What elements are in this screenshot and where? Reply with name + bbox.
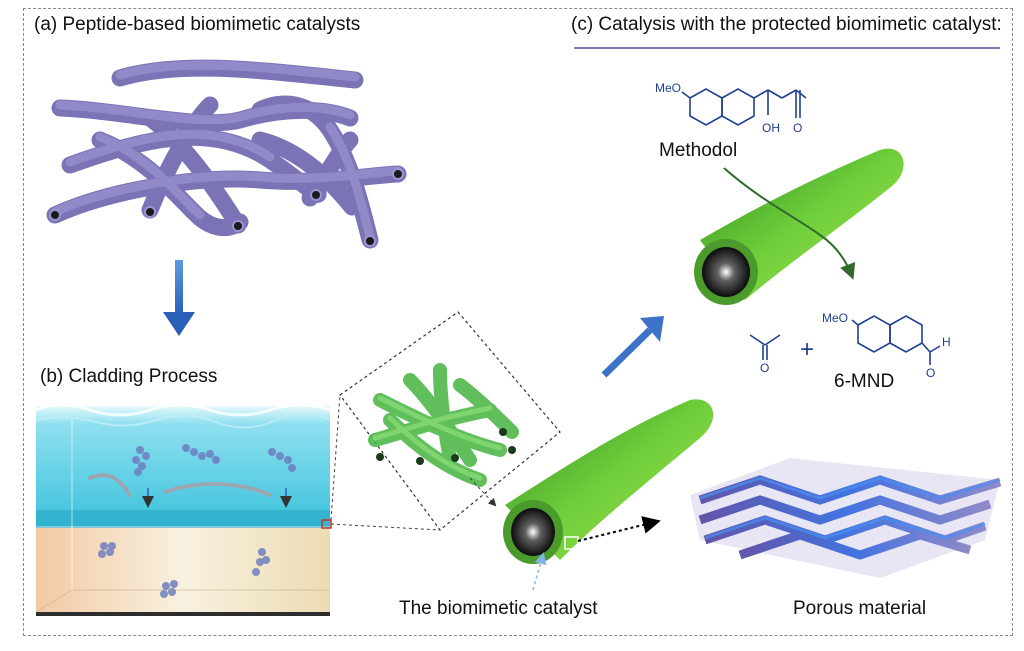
- porous-material: [690, 458, 1002, 578]
- aldehyde-o-label: O: [926, 366, 935, 380]
- panel-a-title: (a) Peptide-based biomimetic catalysts: [34, 14, 361, 35]
- peptide-fiber-network: [46, 59, 407, 249]
- water-phase: [36, 406, 330, 526]
- panel-b-title: (b) Cladding Process: [40, 366, 218, 387]
- zoom-inset: [330, 311, 561, 531]
- arrow-to-catalysis: [601, 316, 664, 378]
- acetone-o-label: O: [760, 361, 769, 375]
- oil-phase: [36, 528, 330, 614]
- meo-label-bottom: MeO: [822, 311, 848, 325]
- plus-sign: +: [800, 336, 814, 363]
- porous-material-label: Porous material: [793, 598, 927, 619]
- arrow-a-to-b: [163, 260, 195, 336]
- figure-frame: [23, 8, 1013, 636]
- aldehyde-h-label: H: [942, 335, 951, 349]
- methodol-label: Methodol: [659, 140, 738, 161]
- catalyst-label: The biomimetic catalyst: [399, 598, 598, 619]
- oh-label: OH: [762, 121, 780, 135]
- product-label: 6-MND: [834, 371, 895, 392]
- cladding-tank: [35, 403, 332, 616]
- biomimetic-catalyst-tube: [503, 399, 714, 591]
- ketone-o-label: O: [793, 121, 802, 135]
- acetone-structure: [749, 334, 781, 360]
- methodol-structure: [681, 88, 807, 126]
- panel-c-title: (c) Catalysis with the protected biomime…: [571, 14, 1002, 35]
- mnd-structure: [851, 315, 941, 365]
- protected-catalyst-tube: [694, 148, 904, 305]
- meo-label-top: MeO: [655, 81, 681, 95]
